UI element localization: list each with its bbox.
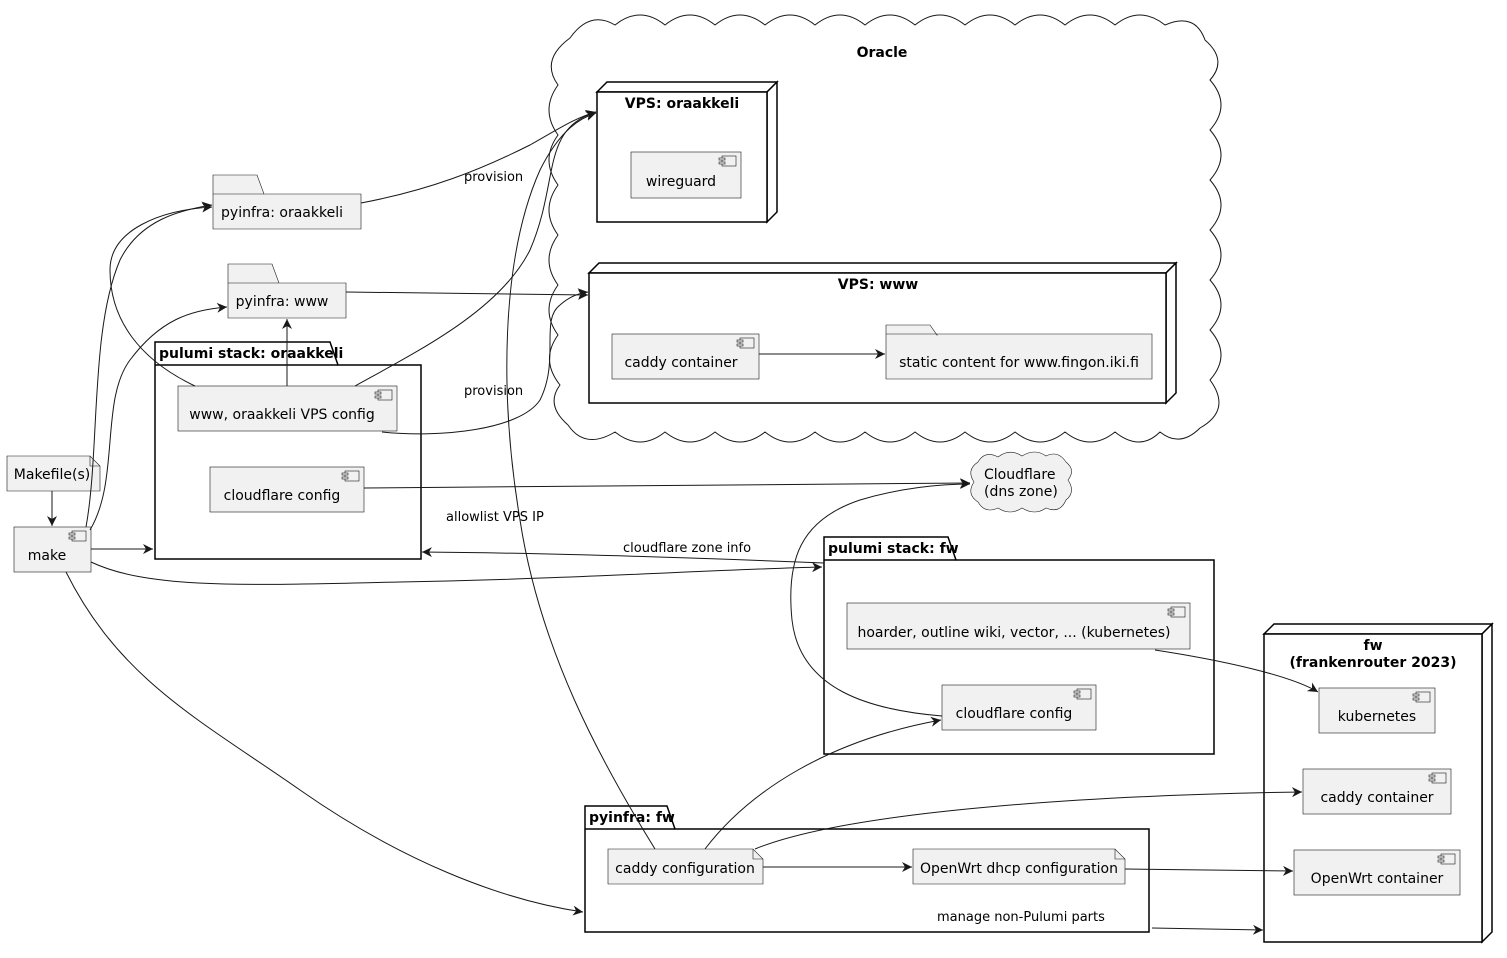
caddy-container-fw-label: caddy container <box>1320 790 1433 806</box>
caddy-container-fw: caddy container <box>1302 768 1452 815</box>
openwrt-dhcp-label: OpenWrt dhcp configuration <box>920 861 1118 877</box>
static-content-label: static content for www.fingon.iki.fi <box>899 355 1139 371</box>
edge-pyinfra-www-vps <box>345 289 589 300</box>
cloudflare-label-2: (dns zone) <box>984 484 1058 500</box>
edge-make-pyinfra-oraakkeli <box>85 201 213 528</box>
pulumi-fw-title: pulumi stack: fw <box>828 541 959 557</box>
edge-vpsconfig-vps-oraakkeli <box>354 110 597 387</box>
cloudflare-config-oraakkeli: cloudflare config <box>209 466 365 513</box>
cloudflare-cloud: Cloudflare (dns zone) <box>970 451 1072 513</box>
vps-config-label: www, oraakkeli VPS config <box>189 407 375 423</box>
make-component: make <box>13 526 92 573</box>
vps-www-node: VPS: www <box>587 261 1178 405</box>
edge-zone-info <box>421 547 825 564</box>
wireguard-component: wireguard <box>630 151 742 199</box>
edge-label-allowlist: allowlist VPS IP <box>446 510 544 525</box>
edge-make-pyinfra-www <box>89 302 228 531</box>
caddy-container-www: caddy container <box>611 333 760 380</box>
pyinfra-www-folder: pyinfra: www <box>227 263 347 319</box>
edge-openwrt-container <box>1124 865 1294 876</box>
pyinfra-oraakkeli-folder: pyinfra: oraakkeli <box>212 174 362 230</box>
pyinfra-fw-package: pyinfra: fw <box>584 805 1150 933</box>
cloudflare-config-oraakkeli-label: cloudflare config <box>224 488 341 504</box>
edge-make-pyinfra-fw <box>65 571 584 916</box>
edge-pyinfra-oraakkeli-vps <box>360 109 597 204</box>
kubernetes-label: kubernetes <box>1338 709 1416 725</box>
edge-allowlist <box>506 111 656 850</box>
k8s-apps-label: hoarder, outline wiki, vector, ... (kube… <box>857 625 1170 641</box>
caddy-configuration-artifact: caddy configuration <box>607 848 764 885</box>
pulumi-oraakkeli-title: pulumi stack: oraakkeli <box>159 346 343 362</box>
edge-vpsconfig-vps-www <box>381 288 589 435</box>
pyinfra-fw-title: pyinfra: fw <box>589 810 675 826</box>
edge-label-provision-1: provision <box>464 170 523 185</box>
cloudflare-config-fw-label: cloudflare config <box>956 706 1073 722</box>
oracle-title: Oracle <box>857 45 908 61</box>
pulumi-oraakkeli-package: pulumi stack: oraakkeli <box>154 341 422 560</box>
edge-caddyconf-caddyfw <box>754 787 1303 850</box>
edge-make-pulumi-fw <box>90 561 823 585</box>
cloudflare-config-fw: cloudflare config <box>941 684 1097 731</box>
edge-cfconfig-cloudflare <box>363 478 971 489</box>
fw-title-2: (frankenrouter 2023) <box>1289 655 1456 671</box>
static-content-folder: static content for www.fingon.iki.fi <box>885 324 1153 380</box>
edge-cfconfig-fw-cloudflare <box>790 479 971 717</box>
kubernetes-component: kubernetes <box>1318 687 1436 734</box>
edge-label-manage: manage non-Pulumi parts <box>937 910 1105 925</box>
makefiles-label: Makefile(s) <box>14 467 90 483</box>
vps-www-title: VPS: www <box>838 277 919 293</box>
openwrt-container: OpenWrt container <box>1293 849 1461 896</box>
makefiles-artifact: Makefile(s) <box>6 455 101 492</box>
openwrt-container-label: OpenWrt container <box>1311 871 1444 887</box>
wireguard-label: wireguard <box>646 174 716 190</box>
make-label: make <box>28 548 66 564</box>
edge-label-zone-info: cloudflare zone info <box>623 541 751 556</box>
caddy-container-www-label: caddy container <box>624 355 737 371</box>
pyinfra-oraakkeli-label: pyinfra: oraakkeli <box>221 205 343 221</box>
edge-vpsconfig-pyinfra-oraakkeli <box>109 202 213 387</box>
edge-pyinfra-fw-node <box>1151 924 1264 935</box>
pyinfra-www-label: pyinfra: www <box>236 294 329 310</box>
openwrt-dhcp-artifact: OpenWrt dhcp configuration <box>912 848 1126 885</box>
k8s-apps-component: hoarder, outline wiki, vector, ... (kube… <box>846 602 1191 650</box>
caddy-configuration-label: caddy configuration <box>615 861 755 877</box>
edge-k8s-kubernetes <box>1154 649 1319 693</box>
vps-config-component: www, oraakkeli VPS config <box>177 385 398 432</box>
pulumi-fw-package: pulumi stack: fw <box>823 536 1215 755</box>
fw-title-1: fw <box>1363 638 1382 654</box>
cloudflare-label-1: Cloudflare <box>984 467 1055 483</box>
edges <box>47 109 1319 935</box>
vps-oraakkeli-title: VPS: oraakkeli <box>625 96 739 112</box>
edge-label-provision-2: provision <box>464 384 523 399</box>
edge-caddyconf-cffw <box>704 716 942 850</box>
